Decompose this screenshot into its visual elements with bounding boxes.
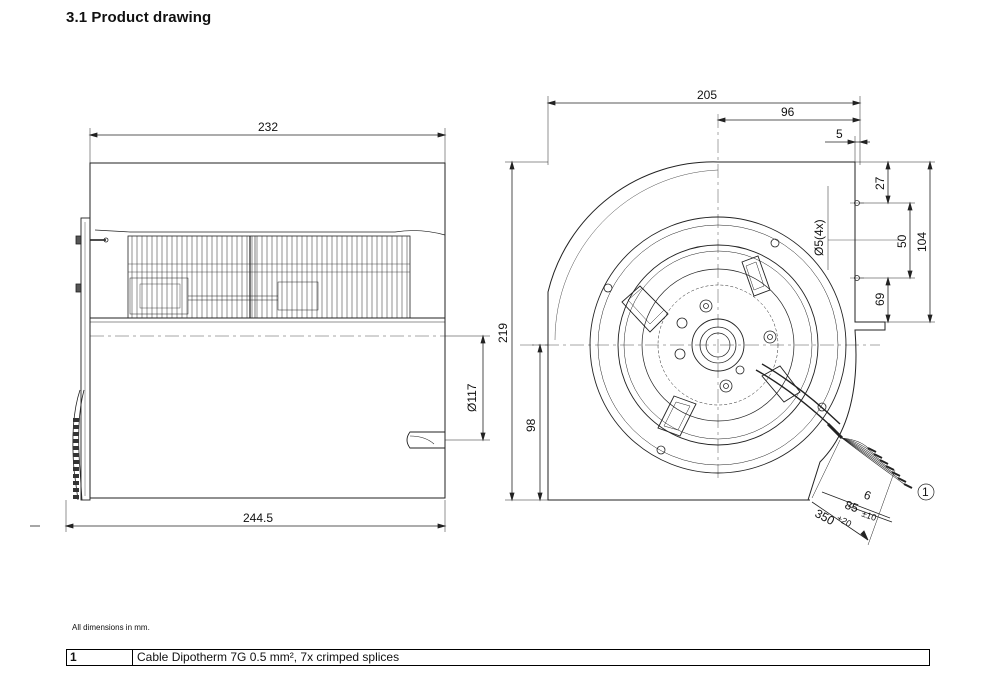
cable-clip [73,481,79,485]
cable-clip [73,488,79,492]
cable-clip [73,439,79,443]
dim-219: 219 [496,323,510,343]
crimped-splice [903,483,913,489]
dimension-note: All dimensions in mm. [72,623,150,632]
cable-clip [73,446,79,450]
cable-clip [73,418,79,422]
legend-table: 1 Cable Dipotherm 7G 0.5 mm², 7x crimped… [66,649,930,666]
cable-clip [73,425,79,429]
cable-clip [73,467,79,471]
legend-description: Cable Dipotherm 7G 0.5 mm², 7x crimped s… [137,650,400,664]
cable-wire [841,437,899,479]
cable-clip [73,460,79,464]
crimped-splice [879,459,889,465]
legend-number: 1 [67,650,133,665]
cable-clip [73,432,79,436]
page-title: 3.1 Product drawing [66,9,212,26]
dim-244-5: 244.5 [243,511,273,525]
cable-clip [73,453,79,457]
callout-number: 1 [922,485,929,499]
crimped-splice [873,453,883,459]
crimped-splice [885,465,895,471]
dim-cable-85-tolerance: ±10 [860,508,877,523]
dim-104: 104 [915,232,929,252]
dim-cable-85: 85 [843,498,861,516]
crimped-splice [867,447,877,453]
cable-clip [73,495,79,499]
dim-98: 98 [524,418,538,432]
side-view [505,96,935,546]
dim-205: 205 [697,88,717,102]
dim-cable-350-tolerance: +20 [835,513,853,529]
dim-diameter-117: Ø117 [465,383,479,412]
front-view [30,128,490,532]
dim-5: 5 [836,127,843,141]
crimped-splice [897,477,907,483]
cable-wire [841,437,905,485]
cable-clip [73,474,79,478]
dim-cable-350: 350 [813,506,838,528]
dim-96: 96 [781,105,795,119]
dim-69: 69 [873,292,887,306]
dim-232: 232 [258,120,278,134]
dim-cable-6: 6 [862,488,873,504]
dim-50: 50 [895,234,909,248]
dim-27: 27 [873,176,887,190]
crimped-splice [891,471,901,477]
dim-holes: Ø5(4x) [812,219,826,256]
